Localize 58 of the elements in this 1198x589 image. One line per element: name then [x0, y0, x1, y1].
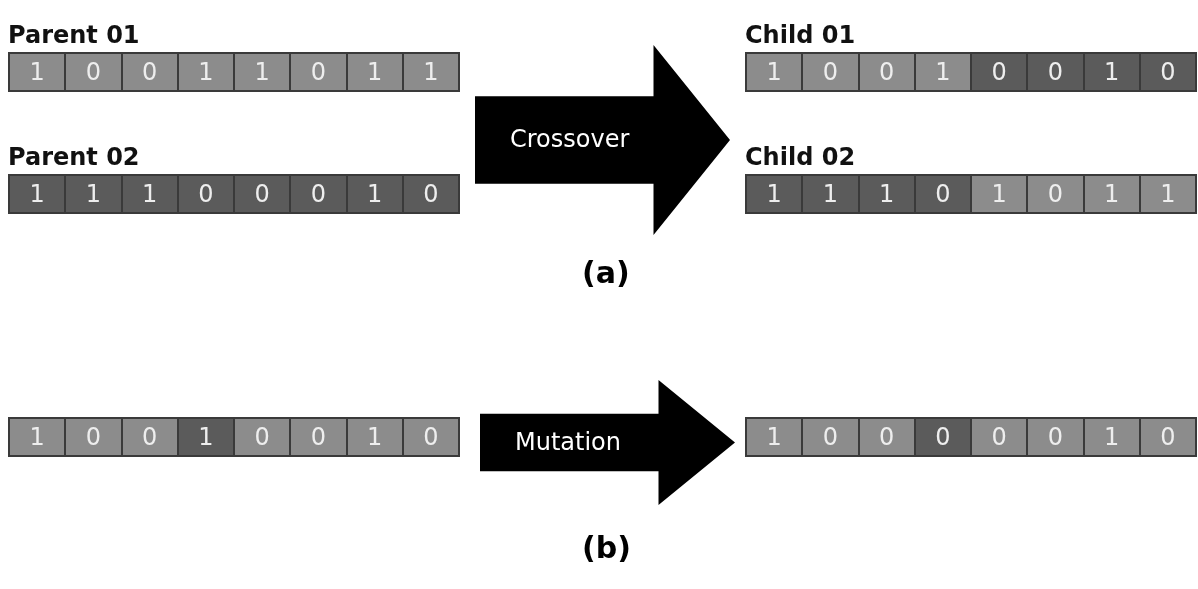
chromosome-label: Parent 01 [8, 20, 141, 51]
bit-cell: 0 [178, 176, 233, 212]
bit-cell: 1 [178, 54, 233, 90]
bit-cell: 1 [347, 54, 402, 90]
bit-cell: 0 [859, 419, 914, 455]
bit-cell: 1 [1084, 419, 1139, 455]
panel-label: (b) [582, 530, 631, 565]
bit-cell: 0 [1028, 54, 1083, 90]
bit-cell: 1 [859, 176, 914, 212]
bit-cell: 0 [403, 176, 458, 212]
arrow-label: Mutation [515, 427, 621, 456]
bit-cell: 0 [803, 54, 858, 90]
bit-cell: 0 [1140, 419, 1195, 455]
bit-cell: 0 [859, 54, 914, 90]
bit-cell: 0 [291, 54, 346, 90]
bit-cell: 0 [915, 176, 970, 212]
bit-cell: 1 [403, 54, 458, 90]
bit-cell: 1 [972, 176, 1027, 212]
chromosome-label: Child 02 [745, 142, 857, 173]
bit-cell: 0 [66, 419, 121, 455]
bit-cell: 1 [178, 419, 233, 455]
chromosome-label: Child 01 [745, 20, 857, 51]
bit-cell: 1 [10, 176, 65, 212]
crossover-arrow [475, 45, 730, 235]
bit-cell: 0 [235, 176, 290, 212]
bit-cell: 0 [403, 419, 458, 455]
mutation-arrow [480, 380, 735, 505]
bit-cell: 0 [1028, 419, 1083, 455]
bit-cell: 0 [122, 419, 177, 455]
bit-cell: 1 [66, 176, 121, 212]
bit-cell: 1 [747, 54, 802, 90]
bit-cell: 1 [1084, 54, 1139, 90]
bit-cell: 0 [291, 176, 346, 212]
bit-cell: 0 [1028, 176, 1083, 212]
bit-cell: 0 [235, 419, 290, 455]
bit-cell: 1 [10, 419, 65, 455]
bit-cell: 1 [915, 54, 970, 90]
bit-cell: 1 [803, 176, 858, 212]
panel-label: (a) [582, 255, 630, 290]
bit-cell: 0 [122, 54, 177, 90]
bit-cell: 0 [66, 54, 121, 90]
arrow-label: Crossover [510, 125, 630, 153]
bit-cell: 0 [1140, 54, 1195, 90]
bit-cell: 1 [747, 176, 802, 212]
chromosome-label: Parent 02 [8, 142, 141, 173]
bit-cell: 1 [1084, 176, 1139, 212]
bit-cell: 1 [122, 176, 177, 212]
bit-cell: 0 [972, 54, 1027, 90]
bit-cell: 1 [347, 176, 402, 212]
bit-cell: 0 [972, 419, 1027, 455]
bit-cell: 0 [915, 419, 970, 455]
bit-cell: 0 [803, 419, 858, 455]
bit-cell: 1 [747, 419, 802, 455]
bit-cell: 0 [291, 419, 346, 455]
bit-cell: 1 [1140, 176, 1195, 212]
bit-cell: 1 [10, 54, 65, 90]
bit-cell: 1 [235, 54, 290, 90]
bit-cell: 1 [347, 419, 402, 455]
